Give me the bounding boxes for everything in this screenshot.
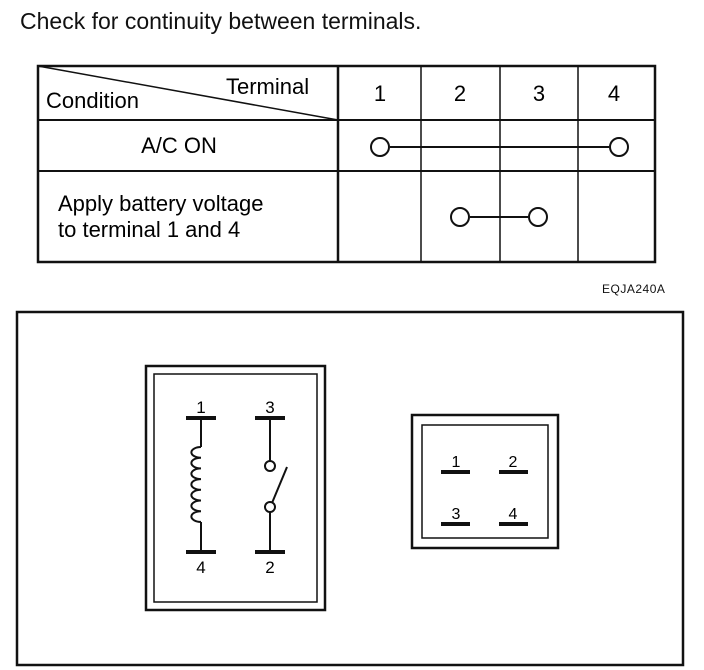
connector-pin-label-4: 4 (509, 506, 518, 523)
terminal-header-4: 4 (608, 81, 620, 106)
figure-code: EQJA240A (602, 282, 666, 296)
connector-pin-label-1: 1 (452, 454, 461, 471)
relay-pin-label-1: 1 (196, 398, 205, 417)
continuity-link-1-4 (370, 137, 629, 157)
relay-pin-label-3: 3 (265, 398, 274, 417)
connector-face (410, 413, 560, 550)
relay-pin-label-4: 4 (196, 558, 205, 577)
corner-diagonal (37, 65, 339, 121)
relay-schematic (144, 364, 327, 612)
coil-icon (190, 446, 202, 523)
terminal-header-2: 2 (454, 81, 466, 106)
page-heading: Check for continuity between terminals. (20, 8, 422, 34)
switch-contact-icon (271, 466, 288, 504)
corner-label-condition: Condition (46, 88, 139, 113)
diagram-frame (15, 310, 685, 667)
condition-row-1: A/C ON (141, 133, 217, 158)
condition-row-2-line-1: Apply battery voltage (58, 191, 263, 216)
continuity-link-2-3 (450, 207, 548, 227)
relay-pin-label-2: 2 (265, 558, 274, 577)
corner-label-terminal: Terminal (226, 74, 309, 99)
condition-row-2-line-2: to terminal 1 and 4 (58, 217, 240, 242)
terminal-header-1: 1 (374, 81, 386, 106)
connector-pin-label-2: 2 (509, 454, 518, 471)
connector-pin-label-3: 3 (452, 506, 461, 523)
continuity-table (36, 64, 657, 264)
terminal-header-3: 3 (533, 81, 545, 106)
